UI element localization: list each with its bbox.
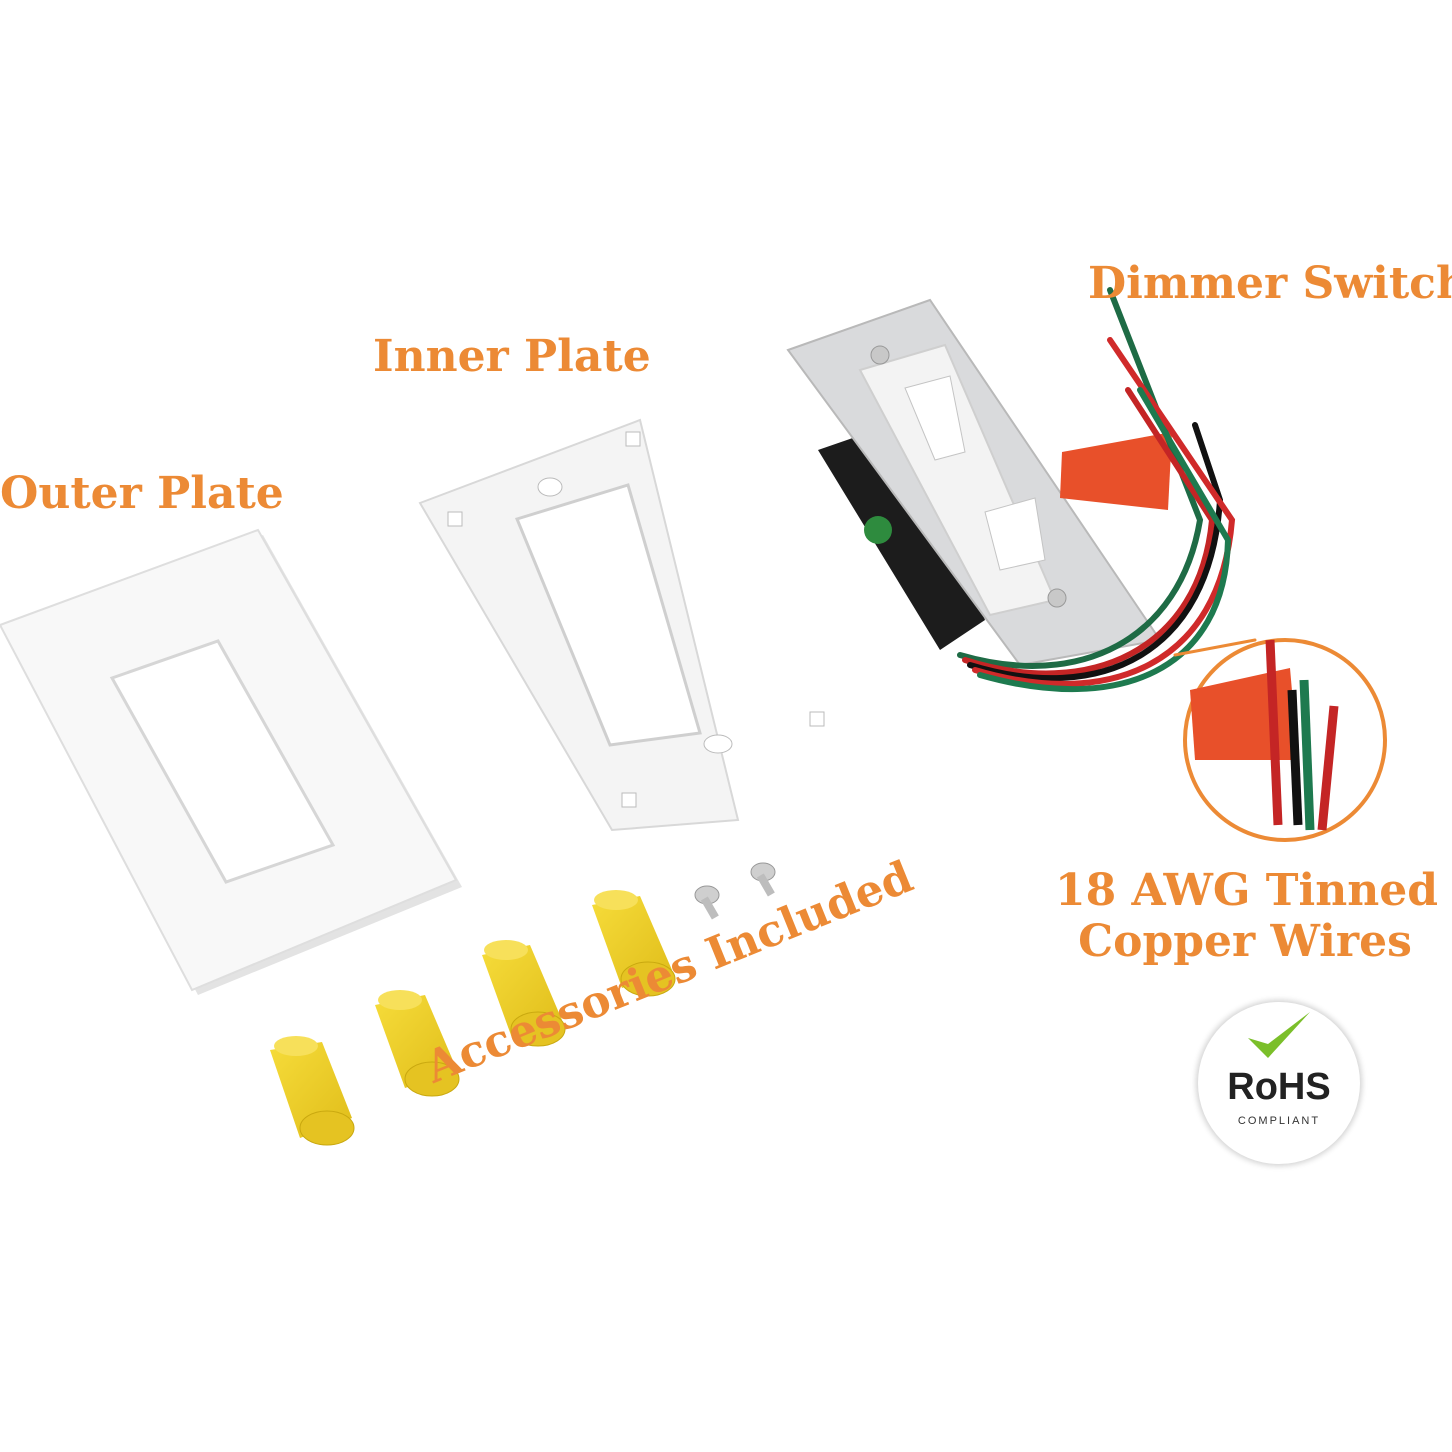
outer-plate — [0, 528, 462, 995]
wire-bundle — [957, 287, 1257, 693]
wire-nut — [592, 890, 676, 997]
wire-nut — [270, 1036, 355, 1146]
checkmark-icon — [1248, 1012, 1310, 1058]
screw — [750, 862, 776, 897]
screw — [694, 885, 720, 920]
wire-zoom-callout — [1183, 638, 1387, 842]
wires-label-line2: Copper Wires — [1078, 916, 1412, 968]
wires-label: 18 AWG Tinned Copper Wires — [1055, 865, 1439, 968]
inner-plate-label: Inner Plate — [373, 331, 651, 382]
rohs-title: RoHS — [1227, 1066, 1331, 1108]
rohs-badge: RoHS COMPLIANT — [1198, 1002, 1360, 1164]
dimmer-switch-label: Dimmer Switch — [1088, 258, 1452, 309]
wire-nut — [482, 940, 566, 1047]
rohs-subtitle: COMPLIANT — [1237, 1115, 1321, 1127]
outer-plate-label: Outer Plate — [0, 468, 284, 519]
wire-nut — [375, 990, 460, 1097]
wires-label-line1: 18 AWG Tinned — [1055, 865, 1439, 916]
dimmer-switch — [786, 298, 1172, 667]
inner-plate — [418, 418, 825, 832]
